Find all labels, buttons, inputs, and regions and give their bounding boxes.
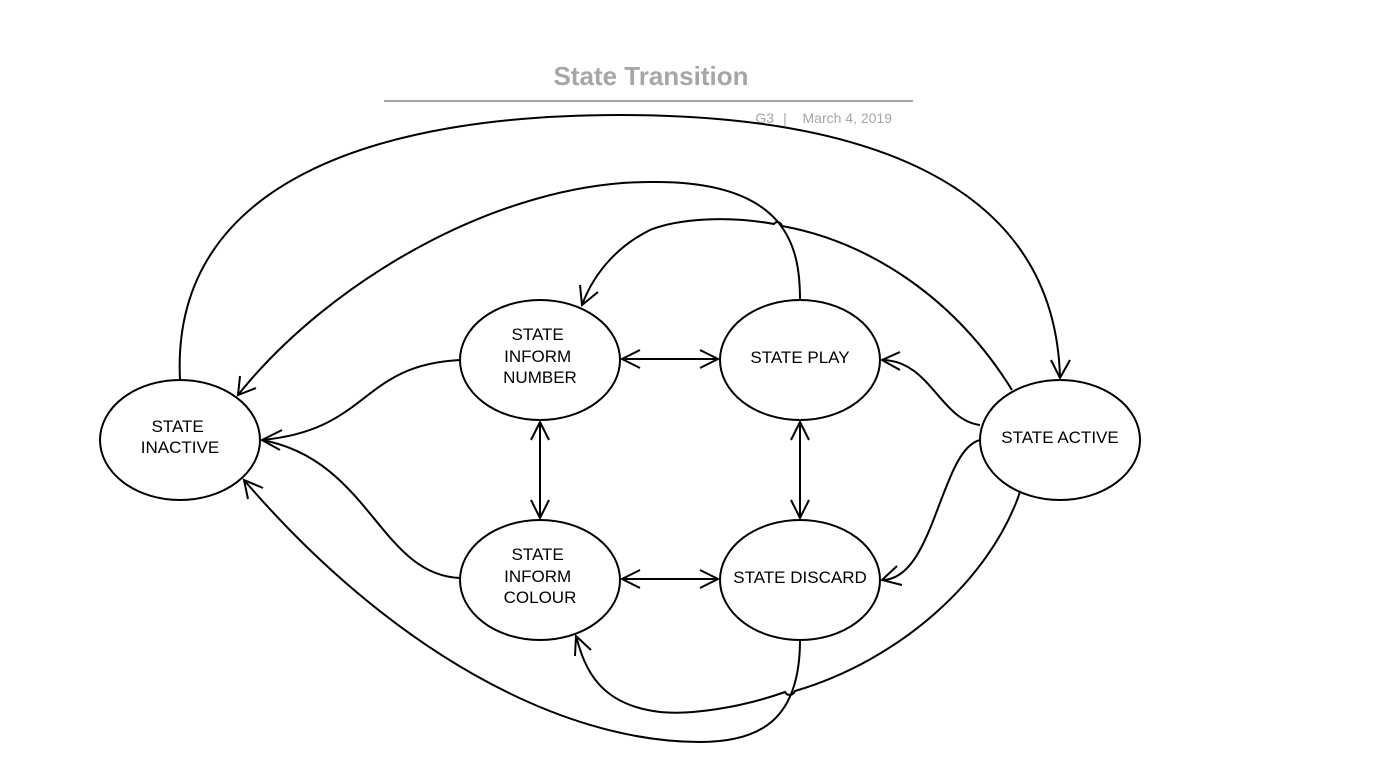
arrowhead-inform-colour-right: [619, 569, 641, 589]
arrowhead-inform-colour-bottom: [574, 633, 592, 657]
arrowhead-discard-top: [790, 499, 810, 521]
node-state-active[interactable]: STATE ACTIVE: [979, 379, 1141, 501]
arrowhead-play-left: [699, 349, 721, 369]
node-shape: [979, 379, 1141, 501]
edge-active-to-inform-number: [581, 218, 1013, 391]
node-shape: [99, 379, 261, 501]
node-label: STATE INFORM NUMBER: [503, 325, 577, 387]
arrowhead-active-top: [1050, 359, 1071, 381]
edge-inform-colour-to-inactive: [261, 439, 461, 579]
edge-active-to-discard: [881, 439, 981, 581]
node-state-inactive[interactable]: STATE INACTIVE: [99, 379, 261, 501]
arrowhead-play-bottom: [790, 419, 810, 441]
arrowhead-inactive-right: [259, 429, 283, 451]
edge-active-to-play: [881, 359, 981, 426]
node-label: STATE DISCARD: [733, 568, 867, 587]
author-label: G3: [755, 110, 774, 126]
date-label: March 4, 2019: [803, 110, 893, 126]
arrowhead-inform-number-right: [619, 349, 641, 369]
node-state-inform-colour[interactable]: STATE INFORM COLOUR: [459, 519, 621, 641]
arrowhead-inactive-bottom: [242, 478, 264, 500]
edge-play-to-inactive: [237, 180, 801, 396]
arrowhead-inform-colour-top: [530, 499, 550, 521]
node-label: STATE ACTIVE: [1001, 428, 1118, 447]
arrowhead-inform-number-bottom: [530, 419, 550, 441]
node-shape: [459, 299, 621, 421]
meta-separator: |: [783, 110, 787, 126]
node-label: STATE PLAY: [750, 348, 849, 367]
edge-discard-to-inactive: [243, 479, 801, 744]
node-state-discard[interactable]: STATE DISCARD: [719, 519, 881, 641]
node-state-play[interactable]: STATE PLAY: [719, 299, 881, 421]
arrowhead-play-right: [879, 351, 901, 371]
node-label: STATE INFORM COLOUR: [504, 545, 577, 607]
node-shape: [719, 519, 881, 641]
node-shape: [459, 519, 621, 641]
arrowhead-discard-left: [699, 569, 721, 589]
node-state-inform-number[interactable]: STATE INFORM NUMBER: [459, 299, 621, 421]
diagram-title: State Transition: [553, 61, 748, 91]
arrowhead-discard-right: [879, 565, 903, 586]
edge-active-to-inform-colour: [575, 491, 1021, 714]
edge-inform-number-to-inactive: [261, 359, 461, 441]
node-label: STATE INACTIVE: [141, 417, 219, 457]
arrowhead-inform-number-top: [579, 284, 599, 307]
arrowhead-inactive-top: [236, 375, 257, 397]
edges: [178, 113, 1071, 744]
node-shape: [719, 299, 881, 421]
edge-inactive-to-active: [178, 113, 1061, 381]
